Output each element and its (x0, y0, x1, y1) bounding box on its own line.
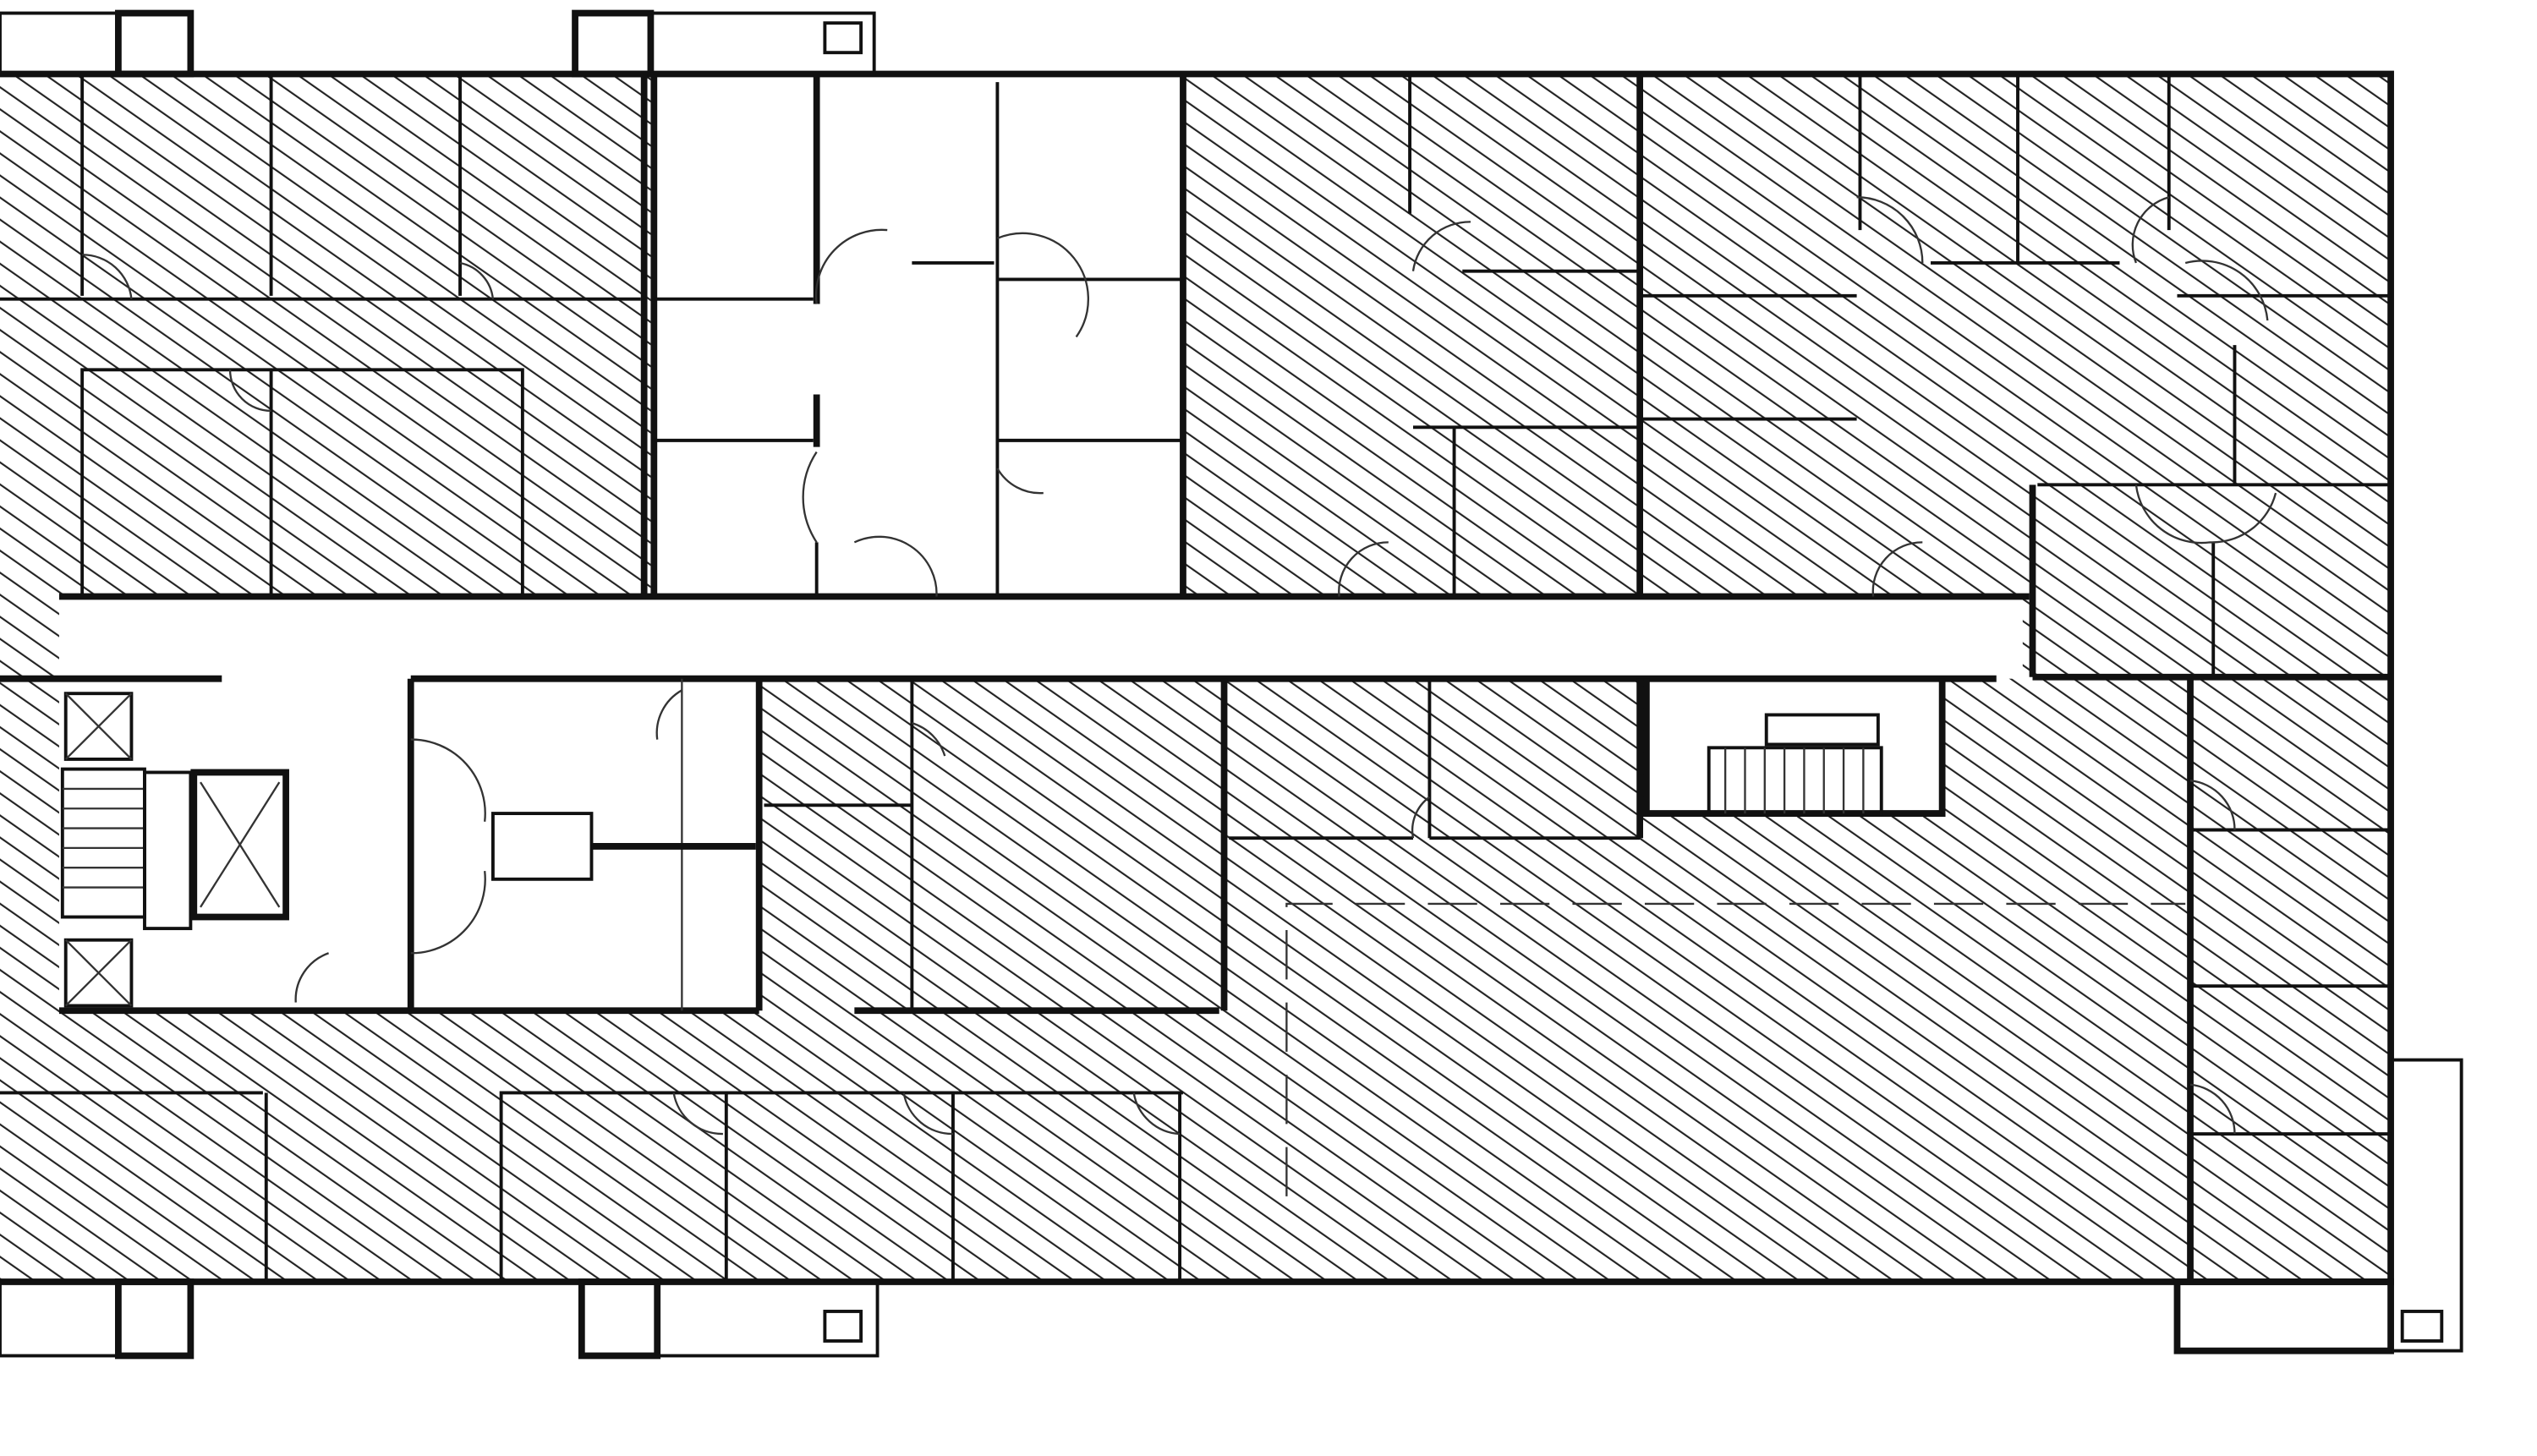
central-white-rooms (650, 74, 1183, 597)
core-stair (60, 767, 146, 919)
door-swings (82, 196, 2277, 1136)
interior-walls (0, 74, 2392, 1282)
main-corridor (58, 596, 2023, 679)
east-stair (1707, 713, 1883, 816)
